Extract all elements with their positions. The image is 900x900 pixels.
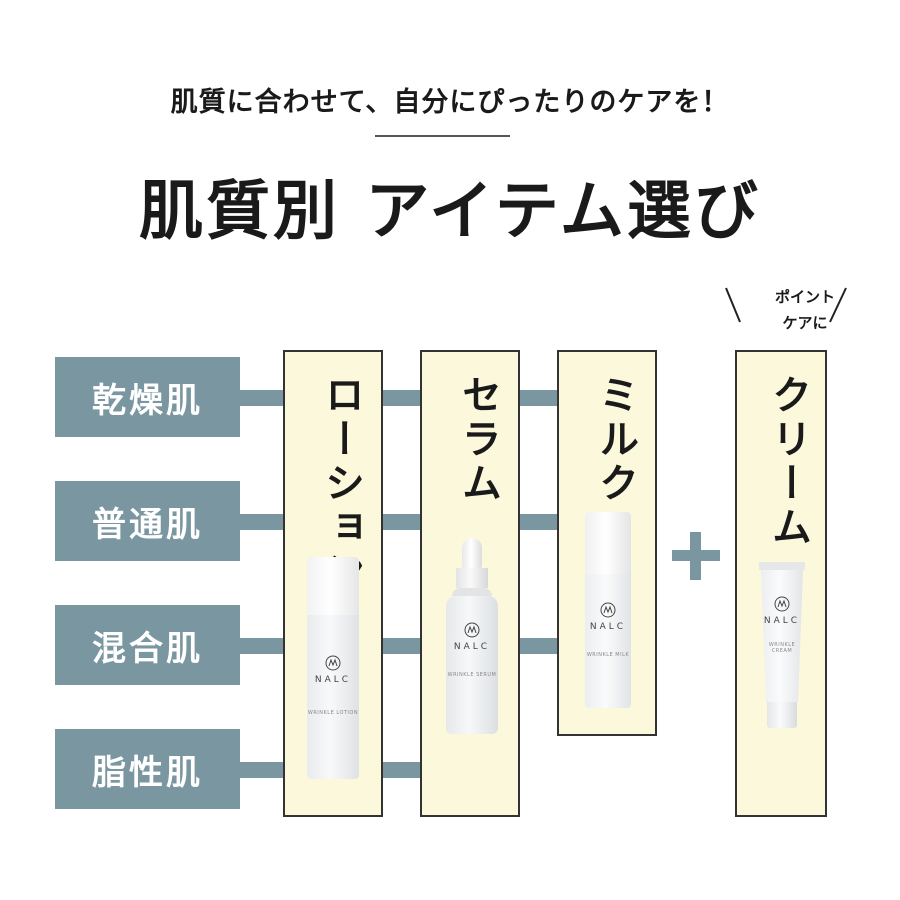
brand-text: NALC	[453, 642, 491, 652]
cream-tube-image: NALC WRINKLE CREAM	[759, 562, 805, 730]
connector-line-oily-2	[381, 762, 421, 778]
point-care-line-1: ポイント	[774, 288, 835, 306]
bottle-neck	[452, 588, 492, 596]
connector-line-dry-3	[518, 390, 558, 406]
nalc-logo-icon	[774, 596, 790, 616]
skin-type-combination: 混合肌	[55, 605, 240, 685]
skin-type-oily: 脂性肌	[55, 729, 240, 809]
dropper-bulb	[462, 538, 482, 568]
dropper-collar	[456, 568, 488, 588]
product-label-cream: クリーム	[765, 374, 811, 550]
skin-type-dry: 乾燥肌	[55, 357, 240, 437]
point-care-line-2: ケアに	[782, 314, 828, 332]
point-care-note: ポイント ケアに	[760, 284, 850, 336]
product-name-text: WRINKLE CREAM	[768, 642, 796, 654]
brand-text: NALC	[763, 616, 801, 626]
page-title: 肌質別 アイテム選び	[139, 175, 761, 249]
brand-text: NALC	[589, 622, 627, 632]
bottle-body: NALC WRINKLE MILK	[585, 574, 631, 708]
product-label-serum: セラム	[455, 374, 501, 506]
product-column-serum: セラム NALC WRINKLE SERUM	[420, 350, 520, 817]
product-column-lotion: ローション NALC WRINKLE LOTION	[283, 350, 383, 817]
product-name-text: WRINKLE SERUM	[447, 672, 497, 678]
serum-bottle-image: NALC WRINKLE SERUM	[446, 538, 498, 734]
tube-body: NALC WRINKLE CREAM	[761, 570, 803, 702]
brand-text: NALC	[314, 675, 352, 685]
product-column-cream: クリーム NALC WRINKLE CREAM	[735, 350, 827, 817]
connector-line-dry-2	[381, 390, 421, 406]
subtitle: 肌質に合わせて、自分にぴったりのケアを！	[170, 87, 730, 118]
connector-line-normal-2	[381, 514, 421, 530]
tube-crimp	[759, 562, 805, 570]
product-column-milk: ミルク NALC WRINKLE MILK	[557, 350, 657, 736]
bottle-cap	[307, 557, 359, 615]
connector-line-normal-3	[518, 514, 558, 530]
product-name-text: WRINKLE LOTION	[307, 710, 359, 716]
connector-line-combination-3	[518, 638, 558, 654]
nalc-logo-icon	[464, 622, 480, 642]
connector-line-combination-1	[240, 638, 285, 654]
emphasis-lines-icon	[725, 287, 847, 323]
plus-icon-vertical	[690, 532, 701, 580]
product-label-milk: ミルク	[592, 374, 638, 506]
bottle-cap	[585, 512, 631, 574]
nalc-logo-icon	[325, 655, 341, 675]
nalc-logo-icon	[600, 602, 616, 622]
connector-line-oily-1	[240, 762, 285, 778]
skin-type-normal: 普通肌	[55, 481, 240, 561]
lotion-bottle-image: NALC WRINKLE LOTION	[307, 557, 359, 779]
connector-line-dry-1	[240, 390, 285, 406]
bottle-body: NALC WRINKLE SERUM	[446, 596, 498, 734]
product-name-text: WRINKLE MILK	[586, 652, 630, 658]
bottle-body: NALC WRINKLE LOTION	[307, 615, 359, 779]
milk-bottle-image: NALC WRINKLE MILK	[585, 512, 631, 708]
divider	[375, 135, 510, 137]
connector-line-combination-2	[381, 638, 421, 654]
tube-cap	[767, 702, 797, 728]
connector-line-normal-1	[240, 514, 285, 530]
